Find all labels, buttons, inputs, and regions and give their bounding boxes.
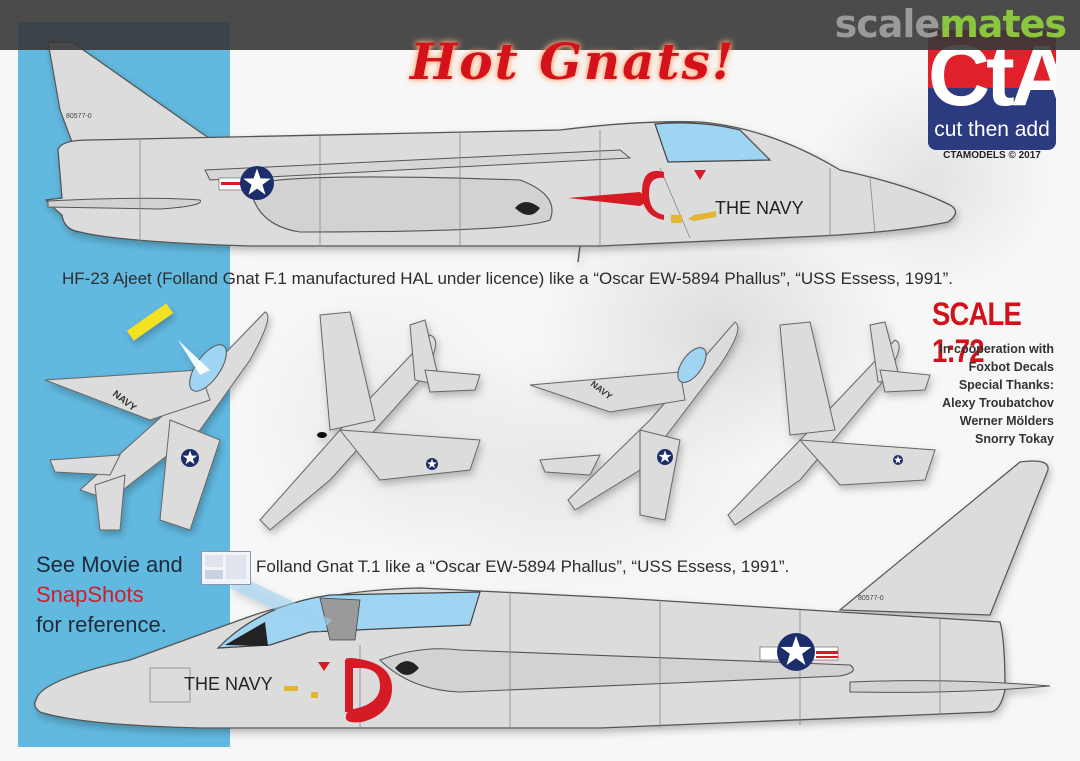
plan-view-1: NAVY [44, 303, 269, 531]
reference-line-3: for reference. [36, 612, 167, 637]
credits: In cooperation with Foxbot Decals Specia… [939, 340, 1054, 448]
top-fuselage-text: THE NAVY [715, 198, 804, 218]
snapshot-thumbnail-icon[interactable] [201, 551, 251, 585]
plan-view-2 [259, 311, 481, 531]
top-serial: 80577-0 [66, 113, 92, 120]
scalemates-watermark: scalemates [834, 2, 1067, 46]
copyright: CTAMODELS © 2017 [943, 150, 1041, 161]
plan-view-3: NAVY [529, 321, 739, 521]
credit-line: Snorry Tokay [975, 432, 1054, 446]
cta-tagline: cut then add [934, 118, 1050, 141]
credit-line: Werner Mölders [959, 414, 1054, 428]
credit-line: In cooperation with [939, 342, 1054, 356]
credit-line: Foxbot Decals [968, 360, 1054, 374]
scale-label: SCALE 1:72 [932, 296, 1022, 369]
sheet-title: Hot Gnats! [410, 32, 736, 91]
bottom-fuselage-text: THE NAVY [184, 674, 273, 694]
watermark-bar [0, 0, 1080, 50]
reference-note: See Movie and SnapShots for reference. [36, 550, 183, 640]
bottom-side-profile: THE NAVY 80577-0 [34, 460, 1051, 729]
credit-line: Alexy Troubatchov [942, 396, 1054, 410]
bottom-serial: 80577-0 [858, 595, 884, 602]
credit-line: Special Thanks: [958, 378, 1054, 392]
cta-blue-band [928, 88, 1056, 150]
plan-view-4 [727, 321, 936, 526]
bottom-profile-caption: Folland Gnat T.1 like a “Oscar EW-5894 P… [256, 557, 790, 576]
watermark-part2: mates [939, 2, 1067, 46]
reference-line-1: See Movie and [36, 552, 183, 577]
snapshots-link[interactable]: SnapShots [36, 582, 144, 607]
watermark-part1: scale [834, 2, 941, 46]
top-side-profile: 80577-0 THE NAVY [44, 41, 957, 263]
top-profile-caption: HF-23 Ajeet (Folland Gnat F.1 manufactur… [62, 269, 954, 288]
